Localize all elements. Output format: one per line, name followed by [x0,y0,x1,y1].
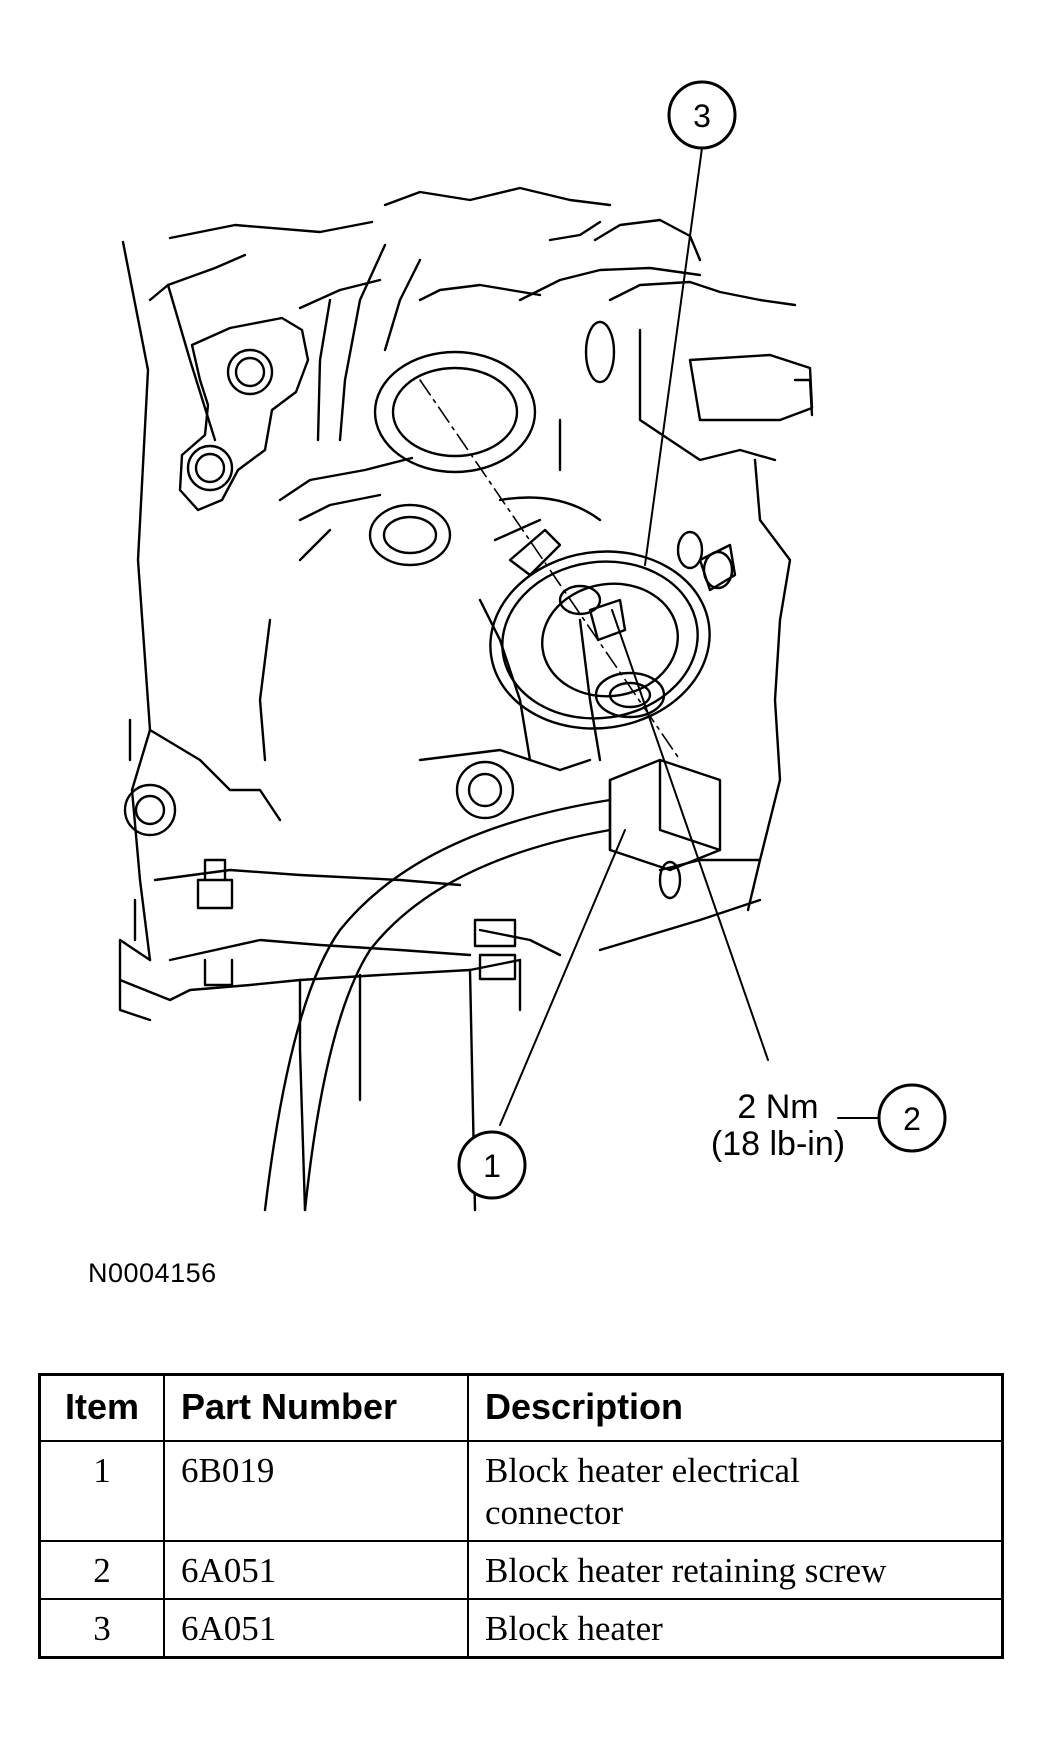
callout-2-leader [611,609,769,1061]
electrical-connector-drawing [263,758,722,1212]
torque-value: 2 Nm [737,1088,818,1126]
row-part-number: 6A051 [163,1598,469,1659]
header-part-number: Part Number [163,1373,469,1442]
engine-block-drawing [118,186,814,1212]
callout-3-number: 3 [693,98,711,134]
callout-1-number: 1 [483,1148,501,1184]
row-item: 2 [38,1540,165,1600]
callout-2-number: 2 [903,1101,921,1137]
row-part-number: 6B019 [163,1440,469,1542]
row-item: 1 [38,1440,165,1542]
callout-3-leader [644,147,703,566]
row-description: Block heater [467,1598,1004,1659]
table-row: 3 6A051 Block heater [38,1598,1004,1659]
parts-table: Item Part Number Description 1 6B019 Blo… [38,1373,1004,1659]
heater-centerline [419,379,681,761]
table-row: 1 6B019 Block heater electrical connecto… [38,1440,1004,1542]
callout-1-leader [499,829,626,1126]
table-header-row: Item Part Number Description [38,1373,1004,1442]
callout-3-circle [667,80,737,150]
header-item: Item [38,1373,165,1442]
block-heater-drawing [489,496,711,730]
header-description: Description [467,1373,1004,1442]
mounting-bolts [196,858,517,987]
row-description: Block heater electrical connector [467,1440,1004,1542]
callout-1-circle [457,1130,527,1200]
table-row: 2 6A051 Block heater retaining screw [38,1540,1004,1600]
leader-lines [499,147,881,1126]
torque-value-alt: (18 lb-in) [711,1125,845,1163]
row-part-number: 6A051 [163,1540,469,1600]
row-description: Block heater retaining screw [467,1540,1004,1600]
row-item: 3 [38,1598,165,1659]
callout-2-circle [877,1083,947,1153]
figure-id: N0004156 [88,1258,217,1288]
engine-block-heater-illustration: 3 2 1 2 Nm (18 lb-in) [118,80,947,1212]
